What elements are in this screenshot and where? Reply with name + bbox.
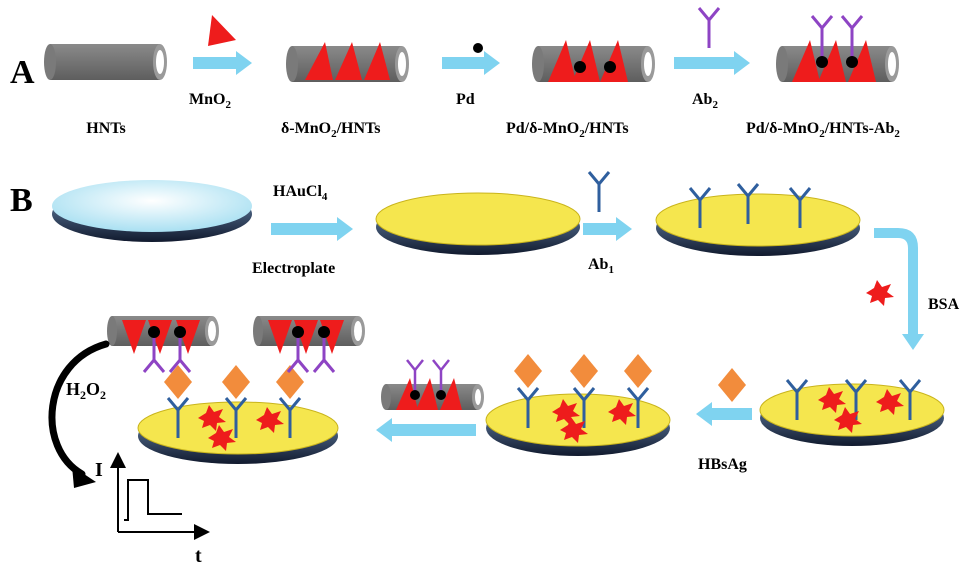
pd-mno2-hnts-tube <box>532 40 655 82</box>
mno2-hnts-tube <box>286 42 409 82</box>
panel-a-label: A <box>10 54 35 91</box>
pd-mno2-hnts-ab2-tube <box>776 15 899 82</box>
plot-y-label: I <box>95 459 103 481</box>
step-label-haucl4: HAuCl4 <box>273 183 328 203</box>
conjugate-tube-small <box>381 359 484 410</box>
step-label-ab2: Ab2 <box>692 91 718 111</box>
h2o2-curved-arrow <box>48 340 110 478</box>
sandwich-electrode <box>137 365 339 464</box>
hbsag-electrode <box>485 354 671 456</box>
h2o2-arrowhead <box>72 466 96 488</box>
step-label-pd: Pd <box>456 91 475 108</box>
bare-electrode <box>52 180 252 242</box>
stage-label-hnts: HNTs <box>86 120 125 137</box>
arrow-step-b5 <box>376 418 476 442</box>
step-label-ab1: Ab1 <box>588 256 614 276</box>
arrow-step-b3 <box>874 228 924 350</box>
current-time-plot: I t <box>95 452 210 567</box>
arrow-step-a1 <box>193 51 252 75</box>
bound-conjugate-tube-right <box>253 316 365 373</box>
bound-conjugate-tube-left <box>107 316 219 373</box>
bsa-reagent-icon <box>866 280 894 306</box>
stage-label-mno2-hnts: δ-MnO2/HNTs <box>281 120 380 140</box>
gold-electrode <box>375 192 581 255</box>
hbsag-reagent-icon <box>718 368 746 402</box>
ab1-electrode <box>655 183 861 256</box>
arrow-step-a3 <box>674 51 750 75</box>
step-label-h2o2: H2O2 <box>66 379 106 402</box>
step-label-bsa: BSA <box>928 296 960 313</box>
plot-current-trace <box>124 479 182 521</box>
arrow-step-b4 <box>696 402 752 426</box>
panel-b-label: B <box>10 182 33 219</box>
step-label-hbsag: HBsAg <box>698 456 747 473</box>
arrow-step-b1 <box>271 217 353 241</box>
plot-x-label: t <box>195 545 202 567</box>
arrow-step-b2 <box>583 217 632 241</box>
stage-label-pd-mno2-hnts-ab2: Pd/δ-MnO2/HNTs-Ab2 <box>746 120 900 140</box>
pd-reagent-icon <box>473 43 483 53</box>
step-label-mno2: MnO2 <box>189 91 231 111</box>
bsa-electrode <box>759 379 945 446</box>
ab2-reagent-icon <box>697 7 721 48</box>
ab1-reagent-icon <box>587 171 611 212</box>
hnts-tube <box>44 44 167 80</box>
mno2-reagent-icon <box>208 15 236 46</box>
step-label-electroplate: Electroplate <box>252 260 335 277</box>
arrow-step-a2 <box>442 51 500 75</box>
stage-label-pd-mno2-hnts: Pd/δ-MnO2/HNTs <box>506 120 629 140</box>
